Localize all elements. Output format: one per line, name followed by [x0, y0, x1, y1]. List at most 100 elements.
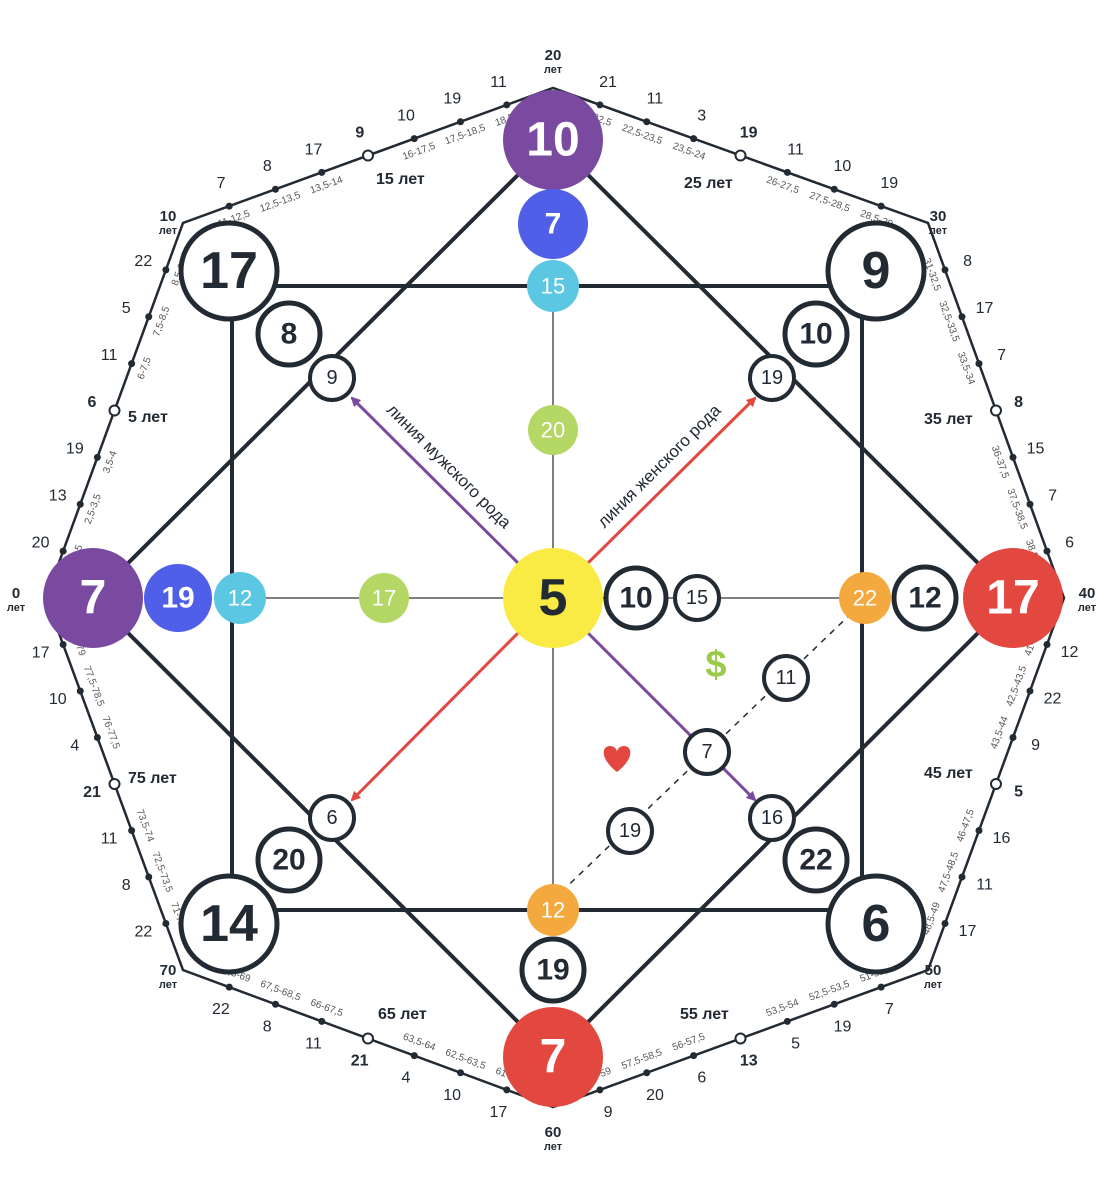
e_50_60-tick-3 [734, 1032, 747, 1045]
node-tr-2-value: 10 [799, 318, 832, 351]
e_40_50-tick-6 [941, 920, 949, 927]
e_10_20-outer-6: 11 [490, 74, 507, 91]
node-love: 19 [606, 807, 654, 855]
node-tr-3-value: 19 [761, 367, 783, 389]
e_0_10-tick-5 [145, 313, 153, 321]
e_20_30-tick-6 [877, 202, 885, 210]
node-left-4-circle [359, 573, 409, 623]
node-br-3-circle [748, 794, 796, 842]
age-70-unit: лет [159, 979, 178, 991]
node-bl: 14 [178, 873, 280, 975]
e_60_70-range-2: 63,5-64 [401, 1031, 437, 1053]
node-center-right-b: 15 [673, 574, 721, 622]
e_60_70-tick-6 [225, 983, 233, 991]
age-30-unit: лет [929, 225, 948, 237]
e_0_10-range-3: 6-7,5 [136, 355, 154, 381]
node-br-2-circle [782, 826, 850, 894]
e_70_80-tick-6 [59, 641, 67, 648]
e_10_20-outer-5: 19 [443, 91, 461, 108]
node-tl-3-value: 9 [326, 367, 337, 389]
node-right-3-value: 22 [853, 586, 877, 611]
e_60_70-tick-0 [503, 1086, 511, 1094]
e_30_40-outer-6: 6 [1065, 534, 1074, 551]
e_30_40-range-3: 36-37,5 [989, 444, 1011, 480]
node-right-3: 22 [839, 572, 891, 624]
node-bl-3-circle [308, 794, 356, 842]
node-top: 10 [503, 90, 603, 190]
e_70_80-outer-1: 8 [122, 877, 131, 894]
e_0_10-tick-2 [93, 453, 101, 461]
node-right-3-circle [839, 572, 891, 624]
e_20_30-outer-6: 19 [880, 175, 898, 192]
milestone-45: 45 лет [924, 765, 973, 782]
male-line-arrow-lower [586, 631, 757, 802]
e_50_60-outer-6: 9 [604, 1104, 613, 1121]
node-left-4: 17 [359, 573, 409, 623]
e_60_70-tick-2 [410, 1052, 418, 1060]
e_50_60-tick-2 [783, 1017, 791, 1025]
age-10-num: 10 [160, 208, 177, 225]
e_50_60-outer-3: 13 [740, 1053, 758, 1070]
age-20-num: 20 [545, 47, 562, 64]
e_0_10-outer-6: 22 [134, 253, 152, 270]
node-br-3: 16 [748, 794, 796, 842]
node-bl-2-circle [255, 826, 323, 894]
node-top-circle [503, 90, 603, 190]
e_40_50-tick-4 [975, 827, 983, 834]
e_20_30-tick-0 [596, 101, 604, 109]
age-0-num: 0 [12, 585, 20, 602]
age-50-unit: лет [924, 979, 943, 991]
node-right-2-value: 12 [908, 582, 941, 615]
age-40-unit: лет [1078, 602, 1097, 614]
e_70_80-outer-0: 22 [134, 923, 152, 940]
e_40_50-range-3: 46-47,5 [955, 808, 977, 844]
e_70_80-outer-5: 10 [49, 691, 67, 708]
e_50_60-outer-1: 19 [834, 1018, 852, 1035]
e_40_50-tick-2 [1009, 734, 1017, 741]
node-left-2-value: 19 [161, 582, 194, 615]
node-love-line-circle [683, 728, 731, 776]
node-love-line-value: 7 [701, 741, 712, 763]
e_0_10-outer-1: 13 [49, 488, 67, 505]
e_20_30-outer-3: 19 [740, 124, 758, 141]
node-bottom-2-circle [519, 936, 587, 1004]
e_70_80-tick-0 [162, 920, 170, 927]
e_0_10-range-4: 7,5-8,5 [151, 305, 172, 338]
node-top-4-circle [528, 405, 578, 455]
heart-icon [603, 746, 631, 772]
e_0_10-tick-0 [59, 547, 67, 555]
age-70-num: 70 [160, 962, 177, 979]
e_50_60-outer-2: 5 [791, 1035, 800, 1052]
node-top-4-value: 20 [541, 418, 565, 443]
e_60_70-outer-4: 11 [305, 1035, 322, 1052]
male-line-arrow [350, 396, 520, 565]
e_10_20-range-2: 13,5-14 [309, 174, 345, 196]
node-tl: 17 [178, 220, 280, 322]
e_60_70-outer-2: 4 [401, 1070, 410, 1087]
e_20_30-outer-5: 10 [833, 158, 851, 175]
node-money-value: 11 [776, 667, 797, 689]
node-bottom-2-value: 19 [536, 954, 569, 987]
node-tr-value: 9 [862, 242, 891, 300]
node-top-3: 15 [527, 260, 579, 312]
node-tr-3: 19 [748, 354, 796, 402]
node-center-right-a-circle [603, 565, 669, 631]
node-tr-circle [825, 220, 927, 322]
node-right: 17 [963, 548, 1063, 648]
node-bottom-3-value: 12 [541, 898, 565, 923]
e_30_40-outer-3: 8 [1014, 394, 1023, 411]
e_20_30-outer-0: 21 [599, 74, 617, 91]
node-top-2-value: 7 [545, 208, 562, 241]
e_20_30-tick-4 [783, 168, 791, 176]
age-0-unit: лет [7, 602, 26, 614]
node-left-value: 7 [80, 572, 107, 625]
node-top-value: 10 [526, 114, 579, 167]
node-br-2-value: 22 [799, 844, 832, 877]
e_70_80-outer-6: 17 [32, 644, 50, 661]
node-bottom-2: 19 [519, 936, 587, 1004]
node-bl-value: 14 [200, 895, 258, 953]
e_60_70-outer-1: 10 [443, 1087, 461, 1104]
e_20_30-outer-4: 11 [787, 141, 804, 158]
age-10-unit: лет [159, 225, 178, 237]
